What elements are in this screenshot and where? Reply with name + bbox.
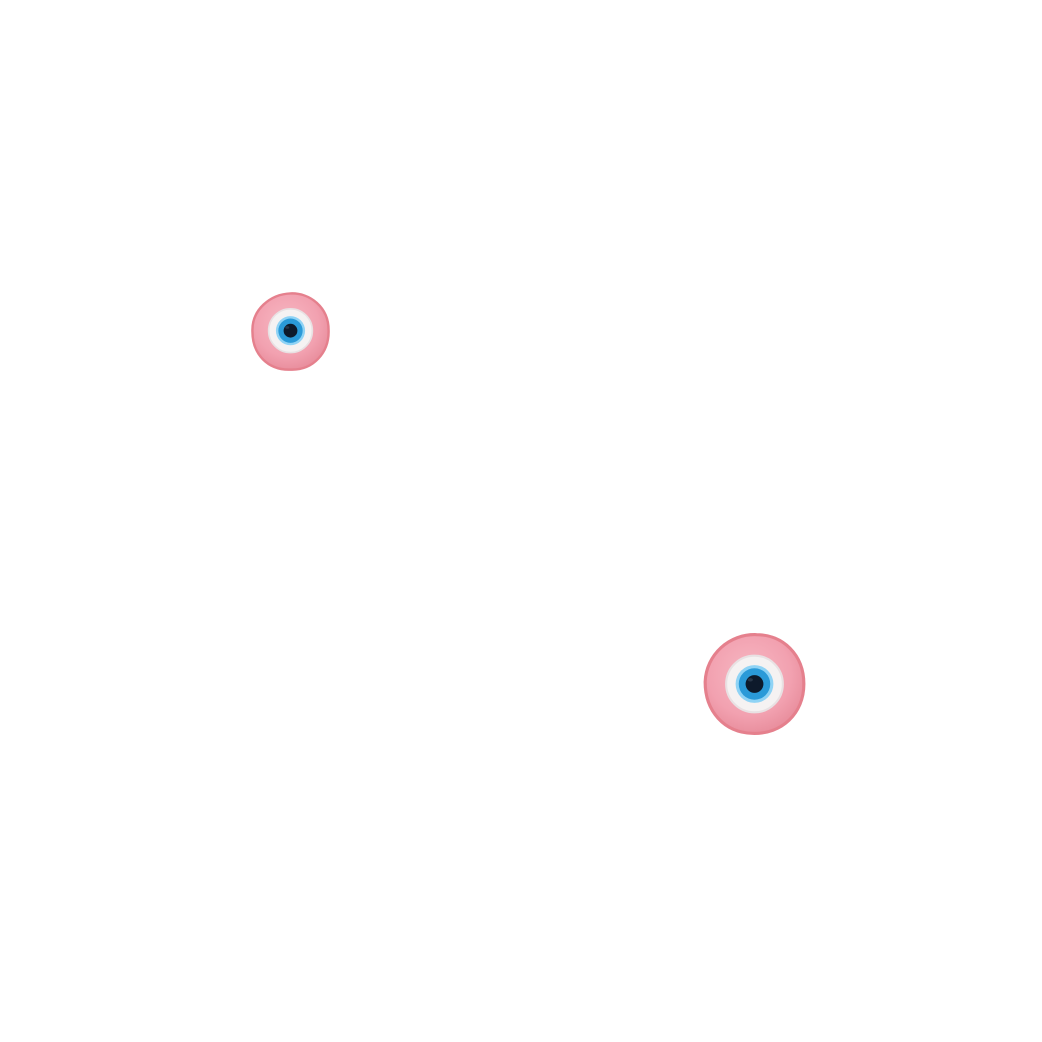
evil-eye-charm-large xyxy=(702,630,807,738)
evil-eye-icon xyxy=(703,633,806,735)
evil-eye-charm-small xyxy=(250,290,331,373)
evil-eye-icon xyxy=(251,292,330,371)
